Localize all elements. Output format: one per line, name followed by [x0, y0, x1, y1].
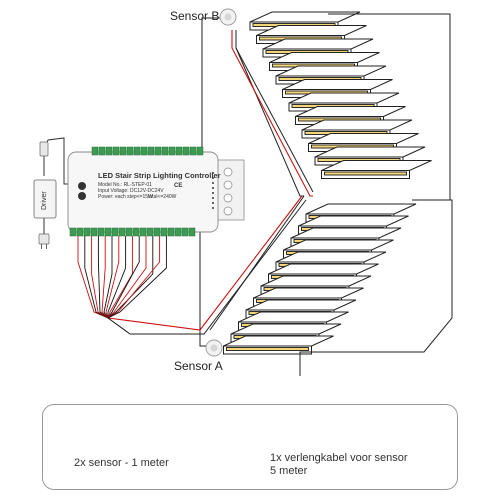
common-black-wire	[107, 317, 131, 335]
right-indicator-5	[212, 197, 214, 199]
output-wire-9	[107, 236, 140, 319]
bottom-terminal-15	[174, 227, 182, 237]
top-terminal-11	[168, 146, 176, 156]
right-indicator-2	[212, 182, 214, 184]
controller-button-1	[78, 182, 86, 190]
bottom-terminal-6	[111, 227, 119, 237]
output-wire-6	[105, 236, 120, 319]
upper-strip-wire-black	[235, 30, 314, 193]
top-terminal-10	[161, 146, 169, 156]
top-terminal-13	[182, 146, 190, 156]
output-wire-fan	[77, 236, 167, 335]
controller-ce-mark: CE	[174, 183, 183, 189]
top-terminal-8	[147, 146, 155, 156]
controller-button-2	[78, 192, 86, 200]
controller-title: LED Stair Strip Lighting Controller	[98, 171, 221, 180]
accessories-panel	[42, 404, 458, 490]
sensor-b-label: Sensor B	[170, 9, 220, 23]
driver-dc-plug	[39, 141, 49, 157]
output-wire-0	[77, 236, 109, 319]
bottom-terminal-4	[97, 227, 105, 237]
upper-strip-wire-red	[231, 30, 313, 197]
lower-step-tread-0	[305, 203, 417, 215]
sensor-a	[205, 339, 223, 357]
lower-flight-wall	[299, 199, 453, 376]
output-wire-10	[107, 236, 147, 319]
driver-ac-plug	[38, 233, 50, 245]
bottom-terminal-10	[139, 227, 147, 237]
bottom-terminal-16	[181, 227, 189, 237]
top-terminal-1	[98, 146, 106, 156]
bottom-terminal-13	[160, 227, 168, 237]
top-terminal-12	[175, 146, 183, 156]
output-wire-13	[107, 236, 167, 319]
bottom-terminal-0	[69, 227, 77, 237]
output-wire-2	[91, 236, 109, 319]
top-terminal-9	[154, 146, 162, 156]
cable-accessory-caption-line2: 5 meter	[270, 465, 308, 477]
lower-flight-stringer	[209, 195, 305, 331]
controller	[67, 146, 245, 237]
driver-body	[33, 179, 57, 219]
staircase	[209, 11, 453, 376]
right-indicator-3	[212, 187, 214, 189]
right-indicator-0	[212, 172, 214, 174]
bottom-terminal-3	[90, 227, 98, 237]
driver-label: Driver	[41, 191, 48, 210]
top-terminal-3	[112, 146, 120, 156]
output-wire-4	[101, 236, 109, 319]
terminal-block-bottom	[69, 227, 196, 237]
sensor-a-label: Sensor A	[174, 359, 223, 373]
bottom-terminal-12	[153, 227, 161, 237]
controller-model: Model No.: RL-STEP-01	[98, 182, 152, 188]
bottom-terminal-11	[146, 227, 154, 237]
sensor-accessory-caption: 2x sensor - 1 meter	[74, 457, 169, 469]
right-port-3	[223, 206, 233, 216]
driver	[33, 141, 57, 249]
sensor-b-cable	[201, 17, 226, 150]
bottom-terminal-14	[167, 227, 175, 237]
controller-total: total<=240W	[148, 194, 177, 200]
right-indicator-6	[212, 202, 214, 204]
sensor-b	[219, 8, 237, 26]
controller-input-voltage: Input Voltage: DC12V-DC24V	[98, 188, 164, 194]
terminal-block-right	[212, 167, 233, 216]
cable-accessory-caption-line1: 1x verlengkabel voor sensor	[270, 452, 408, 464]
output-wire-5	[103, 236, 113, 319]
terminal-block-top	[91, 146, 204, 156]
bottom-terminal-8	[125, 227, 133, 237]
top-terminal-4	[119, 146, 127, 156]
output-wire-3	[97, 236, 109, 319]
lower-strip-wire-red	[107, 195, 303, 331]
top-terminal-7	[140, 146, 148, 156]
output-wire-7	[107, 236, 127, 318]
top-terminal-2	[105, 146, 113, 156]
bottom-terminal-7	[118, 227, 126, 237]
output-wire-11	[107, 236, 154, 319]
right-indicator-7	[212, 207, 214, 209]
output-wire-8	[107, 236, 133, 319]
top-terminal-5	[126, 146, 134, 156]
top-terminal-15	[196, 146, 204, 156]
lower-led-strip-11	[226, 347, 309, 351]
bottom-terminal-1	[76, 227, 84, 237]
controller-power: Power: each step<=15W	[98, 194, 153, 200]
bottom-terminal-17	[188, 227, 196, 237]
top-terminal-0	[91, 146, 99, 156]
bottom-terminal-9	[132, 227, 140, 237]
right-indicator-4	[212, 192, 214, 194]
right-port-2	[223, 193, 233, 203]
wiring	[43, 17, 314, 347]
right-indicator-1	[212, 177, 214, 179]
right-port-0	[223, 167, 233, 177]
bottom-terminal-5	[104, 227, 112, 237]
output-wire-1	[84, 236, 109, 319]
upper-led-strip-11	[324, 171, 407, 176]
upper-flight-stringer	[235, 47, 304, 197]
lower-strip-wire-black	[130, 199, 307, 335]
right-port-1	[223, 180, 233, 190]
bottom-terminal-2	[83, 227, 91, 237]
top-terminal-6	[133, 146, 141, 156]
top-terminal-14	[189, 146, 197, 156]
